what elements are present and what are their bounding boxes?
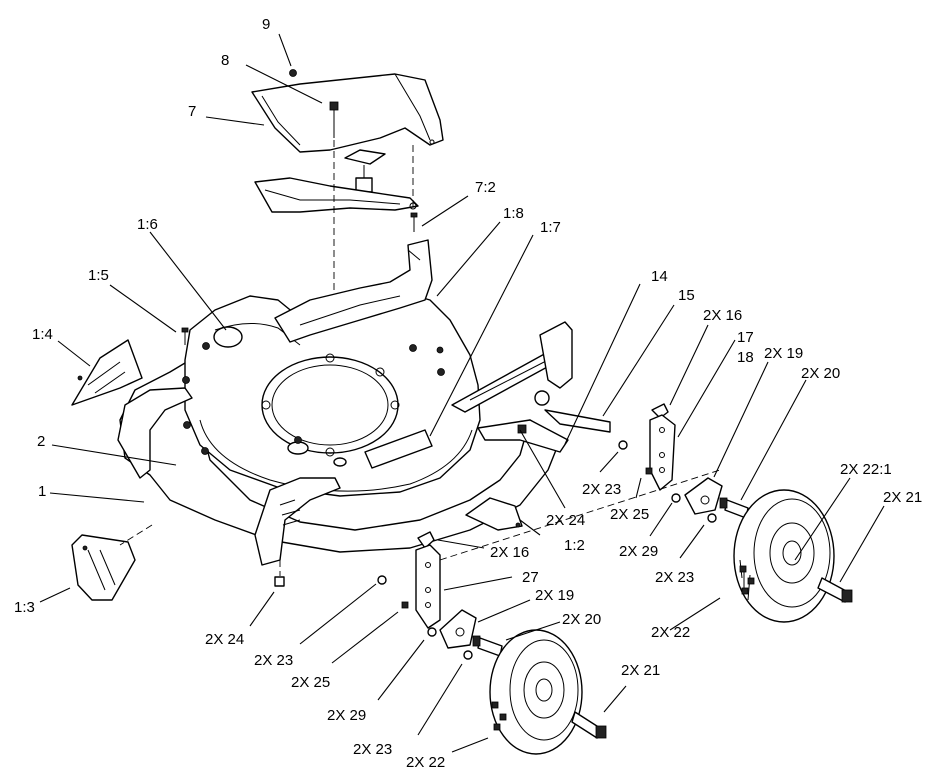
label-18: 18 [737,349,754,366]
label-14: 14 [651,268,668,285]
label-1-8: 1:8 [503,205,524,222]
part-1-2-rear-guard [465,497,523,531]
label-2x22-b: 2X 22 [406,754,445,771]
label-2x29-a: 2X 29 [619,543,658,560]
label-2x21-bottom: 2X 21 [621,662,660,679]
label-2x29-b: 2X 29 [327,707,366,724]
label-17: 17 [737,329,754,346]
leader-lines [39,33,885,753]
label-2x22-1: 2X 22:1 [840,461,892,478]
part-1-4-side-guard [71,339,143,406]
part-19-wheel-carrier-front [439,609,477,649]
part-7-chute-door [251,73,444,153]
label-2x23-a: 2X 23 [582,481,621,498]
label-2x21-top: 2X 21 [883,489,922,506]
label-1-5: 1:5 [88,267,109,284]
label-7-2: 7:2 [475,179,496,196]
part-16-knob-front [417,531,435,549]
part-24-nut-front [274,576,285,587]
label-1: 1 [38,483,46,500]
label-1-4: 1:4 [32,326,53,343]
part-7-2-hinge-plate [254,177,419,213]
part-22-wheel-right [733,489,835,623]
label-2x20-bottom: 2X 20 [562,611,601,628]
label-2x22-a: 2X 22 [651,624,690,641]
part-1-7-decal [364,429,433,469]
part-27-adjuster-bracket-front [415,544,441,629]
label-15: 15 [678,287,695,304]
label-2x23-d: 2X 23 [353,741,392,758]
callout-labels: 9 8 7 7:2 1:8 1:7 1:6 1:5 1:4 2 1 1:3 14… [14,16,922,771]
label-7: 7 [188,103,196,120]
part-7-2-screw [410,212,418,232]
part-21-axle-bolt-front [571,711,607,739]
part-23-washers-right [618,440,717,523]
label-27: 27 [522,569,539,586]
label-2x25-b: 2X 25 [291,674,330,691]
part-2-front-bumper [117,387,341,566]
label-1-2: 1:2 [564,537,585,554]
label-2x25-a: 2X 25 [610,506,649,523]
label-2x19-top: 2X 19 [764,345,803,362]
part-8-screw [329,101,339,138]
label-2x16-bottom: 2X 16 [490,544,529,561]
label-2x19-bottom: 2X 19 [535,587,574,604]
part-17-18-adjuster-bracket-right [649,414,676,491]
label-9: 9 [262,16,270,33]
part-25-screw-front [401,601,409,609]
part-1-8-rear-flap-bracket [274,239,433,343]
label-2x16-top: 2X 16 [703,307,742,324]
label-2x23-c: 2X 23 [254,652,293,669]
part-21-axle-bolt-right [817,577,853,603]
label-2x24-a: 2X 24 [546,512,585,529]
part-1-3-front-guard [71,534,136,601]
part-20-bolt-right [719,497,749,519]
label-1-3: 1:3 [14,599,35,616]
label-1-6: 1:6 [137,216,158,233]
label-2x23-b: 2X 23 [655,569,694,586]
label-2x20-top: 2X 20 [801,365,840,382]
part-1-5-screw [181,327,189,345]
part-19-wheel-carrier-right [684,477,723,515]
label-2: 2 [37,433,45,450]
label-2x24-b: 2X 24 [205,631,244,648]
chute-spring-bracket [344,149,386,193]
part-9-nut [289,69,297,77]
part-23-washers-front [377,575,473,660]
part-16-knob-right [651,403,669,419]
part-15-rod [544,409,611,433]
label-1-7: 1:7 [540,219,561,236]
part-25-screw-right [645,467,653,475]
part-22-wheel-front [489,629,583,755]
part-20-bolt-front [472,635,503,657]
label-8: 8 [221,52,229,69]
